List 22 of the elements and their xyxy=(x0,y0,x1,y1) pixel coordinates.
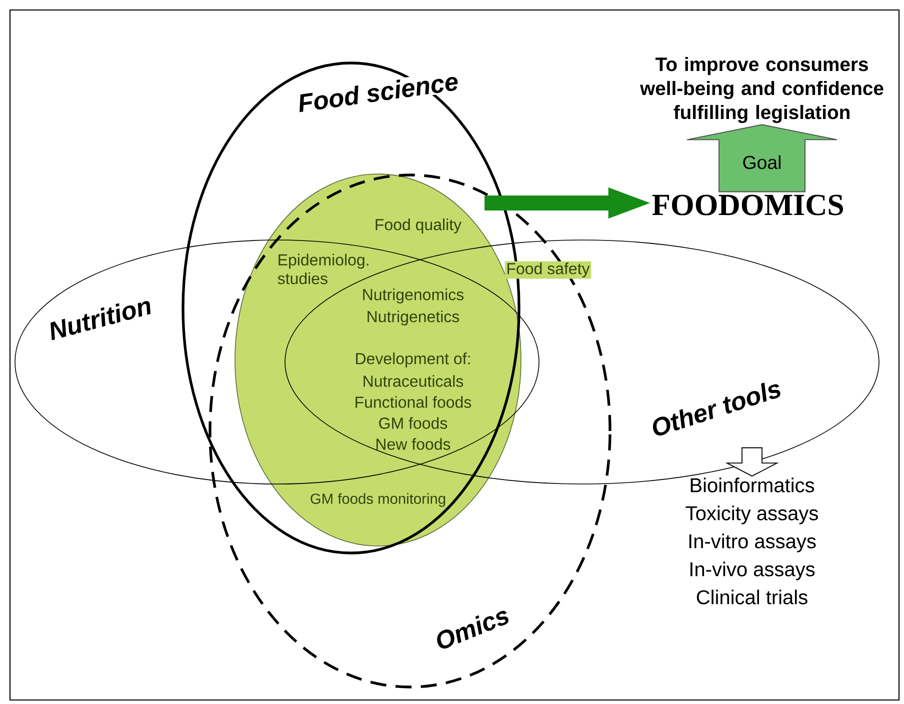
region-label: Functional foods xyxy=(356,396,472,408)
set-label: Food science xyxy=(295,70,461,114)
title-text: FOODOMICS xyxy=(652,194,843,216)
set-label: Other tools xyxy=(647,376,785,440)
region-label: New foods xyxy=(376,438,450,450)
block-arrow xyxy=(686,124,838,192)
goal-text: To improve consumers well-being and confidence fulfilling legislation xyxy=(640,56,884,124)
block-arrow xyxy=(484,187,650,219)
region-label: GM foods monitoring xyxy=(310,493,446,507)
region-label: Epidemiolog. studies xyxy=(278,254,368,284)
tool-list: Bioinformatics Toxicity assays In-vitro assays In-vivo assays Clinical trials xyxy=(686,478,818,604)
region-label: Nutrigenomics xyxy=(363,288,464,304)
region-label: Nutraceuticals xyxy=(364,375,464,387)
set-label: Omics xyxy=(430,603,514,653)
region-label: Nutrigenetics xyxy=(368,310,460,326)
block-arrow xyxy=(725,447,779,477)
edge-label: Goal xyxy=(743,155,780,170)
region-label: Food safety xyxy=(504,261,592,279)
set-label: Nutrition xyxy=(45,294,155,342)
region-label: GM foods xyxy=(379,417,448,429)
region-label: Food quality xyxy=(376,218,462,234)
region-label: Development of: xyxy=(356,352,470,368)
